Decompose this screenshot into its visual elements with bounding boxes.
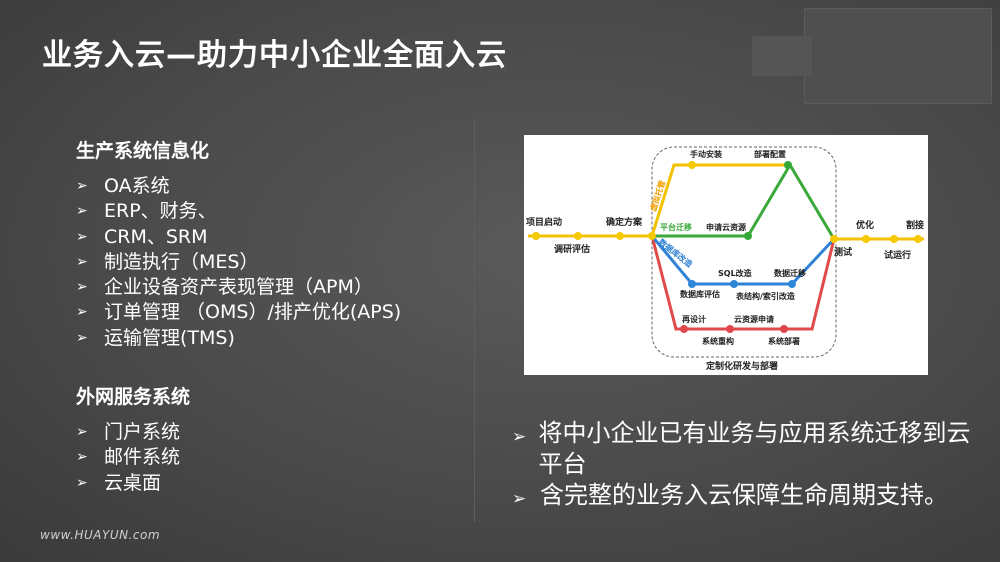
list-item: ➢ CRM、SRM	[76, 225, 401, 250]
chevron-arrow-icon: ➢	[76, 474, 88, 491]
chevron-arrow-icon: ➢	[512, 489, 527, 509]
key-point: ➢ 将中小企业已有业务与应用系统迁移到云平台	[512, 418, 982, 480]
dot-data-migrate	[788, 280, 796, 288]
chevron-arrow-icon: ➢	[76, 304, 88, 321]
dot-optimize	[862, 235, 870, 243]
red-path	[650, 235, 836, 331]
dot-sys-deploy	[780, 325, 788, 333]
custom-dev-frame	[651, 146, 837, 358]
list-item-text: 订单管理 （OMS）/排产优化(APS)	[104, 301, 402, 324]
label-manual-install: 手动安装	[690, 149, 722, 159]
list-item-text: 运输管理(TMS)	[104, 326, 235, 349]
chevron-arrow-icon: ➢	[76, 203, 88, 220]
dot-start	[532, 232, 540, 240]
list-item-text: 企业设备资产表现管理（APM）	[104, 276, 373, 299]
dot-test	[830, 235, 838, 243]
list-item: ➢ 云桌面	[76, 471, 180, 496]
label-db-eval: 数据库评估	[680, 289, 720, 299]
label-custom-dev: 定制化研发与部署	[705, 360, 778, 372]
footer-url: www.HUAYUN.com	[40, 528, 161, 542]
chevron-arrow-icon: ➢	[76, 449, 88, 466]
dot-branch	[648, 232, 656, 240]
dot-deploy-config	[784, 161, 792, 169]
migration-path-svg: 项目启动 调研评估 确定方案 手动安装 部署配置 虚拟托管 平台迁移 申请云资源…	[526, 146, 924, 372]
chevron-arrow-icon: ➢	[512, 427, 527, 447]
list-item-text: CRM、SRM	[104, 225, 208, 248]
yellow-rehost-path	[650, 163, 790, 237]
label-redesign: 再设计	[682, 314, 706, 324]
blue-path	[650, 235, 836, 286]
key-points-list: ➢ 将中小企业已有业务与应用系统迁移到云平台 ➢ 含完整的业务入云保障生命周期支持。	[512, 418, 982, 515]
label-trial: 试运行	[884, 249, 911, 261]
label-apply-cloud2: 云资源申请	[734, 314, 774, 324]
label-sys-deploy: 系统部署	[768, 336, 800, 346]
list-item-text: 制造执行（MES）	[104, 250, 259, 273]
label-refactor: 系统重构	[702, 336, 734, 346]
list-item-text: ERP、财务、	[104, 200, 217, 223]
dot-trial	[890, 235, 898, 243]
label-sql: SQL改造	[718, 268, 752, 278]
dot-research	[574, 232, 582, 240]
chevron-arrow-icon: ➢	[76, 228, 88, 245]
label-data-migrate: 数据迁移	[774, 268, 806, 278]
label-confirm: 确定方案	[606, 216, 643, 228]
external-services-list: ➢ 门户系统 ➢ 邮件系统 ➢ 云桌面	[76, 420, 180, 496]
decorative-panel	[804, 8, 992, 104]
list-item: ➢ ERP、财务、	[76, 199, 401, 224]
chevron-arrow-icon: ➢	[76, 424, 88, 440]
list-item: ➢ 订单管理 （OMS）/排产优化(APS)	[76, 300, 401, 325]
decorative-panel-small	[752, 36, 812, 76]
migration-path-diagram: 项目启动 调研评估 确定方案 手动安装 部署配置 虚拟托管 平台迁移 申请云资源…	[524, 135, 928, 375]
chevron-arrow-icon: ➢	[76, 329, 88, 346]
chevron-arrow-icon: ➢	[76, 253, 88, 270]
label-test: 测试	[834, 246, 852, 258]
list-item-text: 门户系统	[104, 421, 181, 443]
list-item: ➢ 制造执行（MES）	[76, 250, 401, 275]
list-item-text: OA系统	[104, 175, 170, 197]
label-research: 调研评估	[554, 243, 590, 255]
list-item: ➢ OA系统	[76, 174, 401, 199]
list-item: ➢ 企业设备资产表现管理（APM）	[76, 275, 401, 300]
label-deploy-config: 部署配置	[754, 149, 786, 159]
key-point: ➢ 含完整的业务入云保障生命周期支持。	[512, 480, 982, 515]
label-schema: 表结构/索引改造	[735, 291, 795, 301]
list-item: ➢ 邮件系统	[76, 445, 180, 470]
label-start: 项目启动	[526, 216, 562, 228]
label-apply-cloud: 申请云资源	[706, 222, 746, 232]
dot-sql	[730, 280, 738, 288]
production-systems-list: ➢ OA系统 ➢ ERP、财务、 ➢ CRM、SRM ➢ 制造执行（MES） ➢ 企业设备资产表现…	[76, 174, 401, 351]
label-platform-migrate: 平台迁移	[660, 222, 692, 232]
chevron-arrow-icon: ➢	[76, 178, 88, 194]
list-item: ➢ 运输管理(TMS)	[76, 326, 401, 351]
chevron-arrow-icon: ➢	[76, 279, 88, 296]
dot-apply-cloud	[744, 232, 752, 240]
slide-title: 业务入云—助力中小企业全面入云	[42, 38, 507, 73]
list-item: ➢ 门户系统	[76, 420, 180, 445]
list-item-text: 云桌面	[104, 471, 162, 494]
dot-db-eval	[688, 280, 696, 288]
label-optimize: 优化	[856, 219, 874, 231]
dot-cutover	[914, 235, 922, 243]
column-divider	[474, 120, 475, 522]
dot-redesign	[680, 325, 688, 333]
dot-refactor	[726, 325, 734, 333]
label-cutover: 割接	[906, 219, 924, 231]
key-point-text: 含完整的业务入云保障生命周期支持。	[540, 481, 948, 509]
section-title-external: 外网服务系统	[76, 386, 191, 408]
list-item-text: 邮件系统	[104, 446, 181, 469]
section-title-production: 生产系统信息化	[76, 140, 210, 162]
dot-confirm	[616, 232, 624, 240]
dot-manual-install	[688, 161, 696, 169]
key-point-text: 将中小企业已有业务与应用系统迁移到云平台	[538, 419, 971, 478]
